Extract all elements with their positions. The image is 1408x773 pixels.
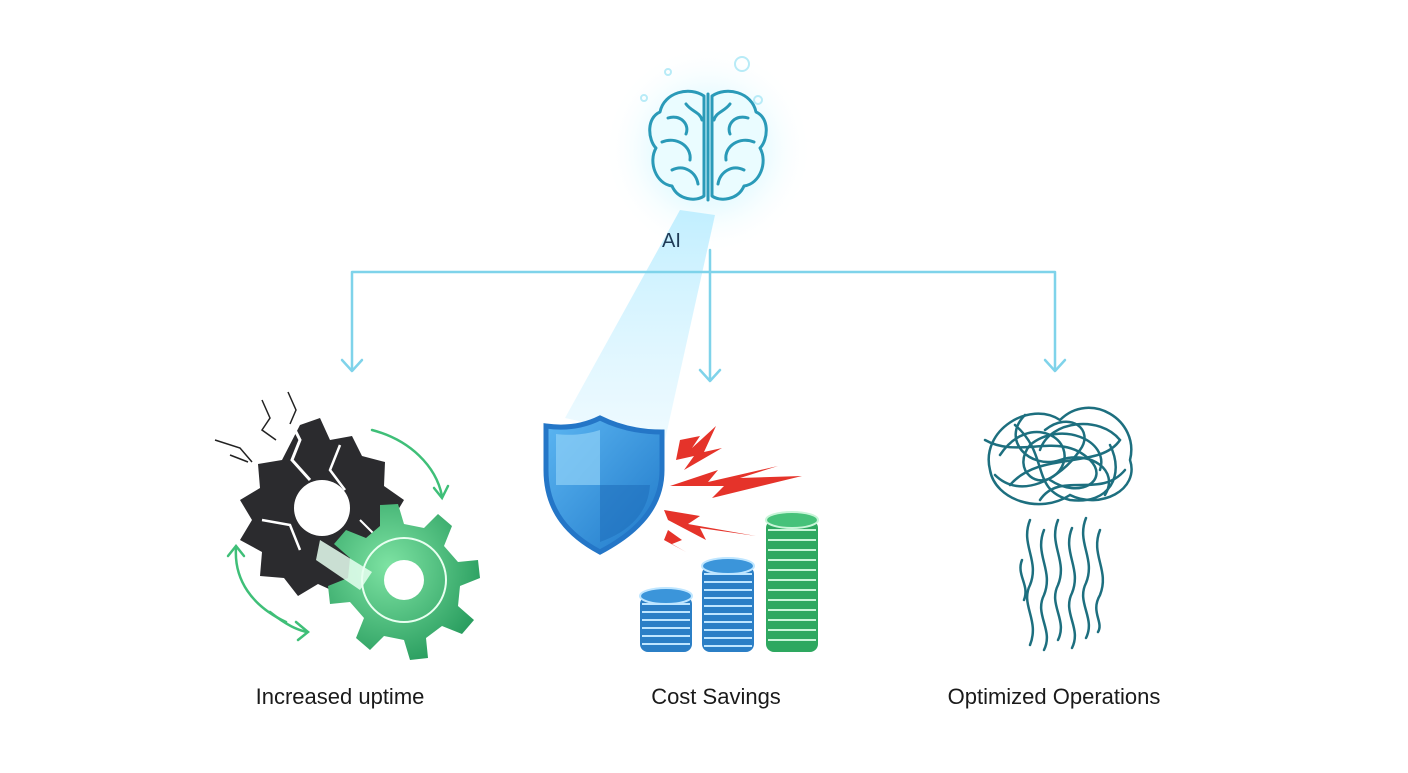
light-beam [565,210,715,440]
branch-label-uptime: Increased uptime [255,684,425,709]
arrow-left-icon [340,358,364,373]
tangle-to-lines-icon [983,406,1133,652]
gears-repair-icon [214,391,480,660]
coin-stack-blue-small [639,587,693,652]
glow-bubbles-icon [640,56,763,105]
connector-lines [340,248,1067,383]
ai-label: AI [662,230,681,252]
cycle-arrows-icon [226,428,450,642]
arrow-right-icon [1043,358,1067,373]
flowing-lines-icon [1019,516,1105,652]
branch-label-operations: Optimized Operations [947,684,1161,709]
shield-coins-icon [543,415,819,652]
branch-label-cost: Cost Savings [651,684,781,709]
green-gear-icon [316,504,480,660]
lightning-bolts-icon [664,426,802,552]
coin-stack-blue-large [701,557,755,652]
tangle-icon [983,406,1133,506]
arrow-center-icon [698,368,722,383]
connector-horizontal [350,270,1057,372]
coin-stack-green [765,511,819,652]
crack-lines-icon [214,391,297,463]
brain-icon [648,89,768,202]
